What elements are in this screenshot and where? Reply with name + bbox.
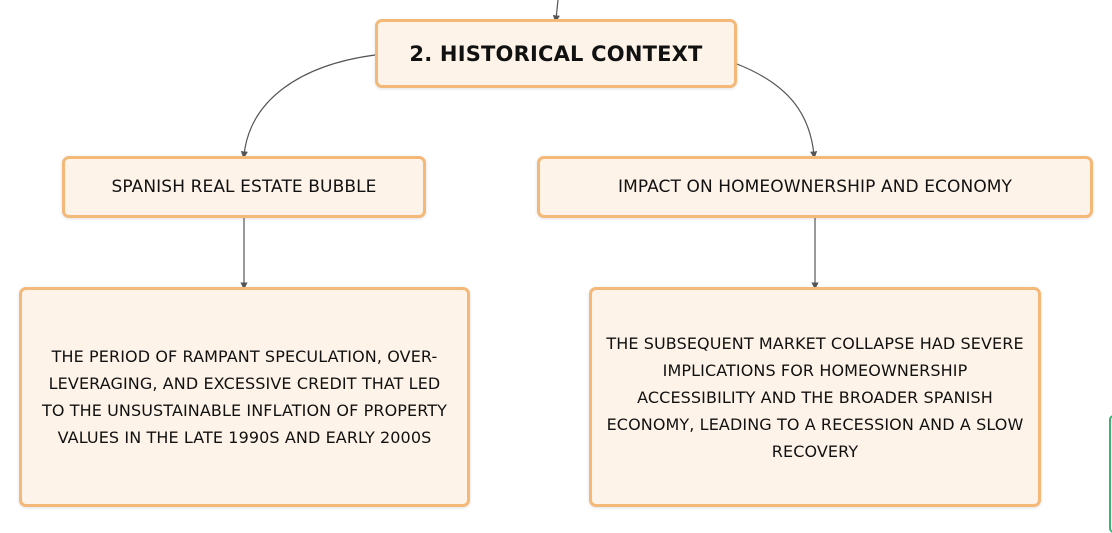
branch-node-label: IMPACT ON HOMEOWNERSHIP AND ECONOMY bbox=[617, 177, 1013, 197]
detail-node-impact-on-homeownership[interactable]: THE SUBSEQUENT MARKET COLLAPSE HAD SEVER… bbox=[589, 287, 1041, 507]
connector-parent-to-root bbox=[552, 0, 560, 23]
detail-node-text: THE SUBSEQUENT MARKET COLLAPSE HAD SEVER… bbox=[606, 333, 1024, 461]
root-node-label: 2. HISTORICAL CONTEXT bbox=[409, 41, 703, 66]
connector-root-to-right-branch bbox=[736, 63, 818, 159]
detail-node-text: THE PERIOD OF RAMPANT SPECULATION, OVER-… bbox=[41, 347, 448, 447]
branch-node-label: SPANISH REAL ESTATE BUBBLE bbox=[111, 177, 377, 197]
branch-node-spanish-real-estate-bubble[interactable]: SPANISH REAL ESTATE BUBBLE bbox=[62, 156, 426, 218]
detail-node-spanish-real-estate-bubble[interactable]: THE PERIOD OF RAMPANT SPECULATION, OVER-… bbox=[19, 287, 470, 507]
connector-root-to-left-branch bbox=[240, 54, 376, 159]
branch-node-impact-on-homeownership[interactable]: IMPACT ON HOMEOWNERSHIP AND ECONOMY bbox=[537, 156, 1093, 218]
root-node[interactable]: 2. HISTORICAL CONTEXT bbox=[375, 19, 737, 88]
